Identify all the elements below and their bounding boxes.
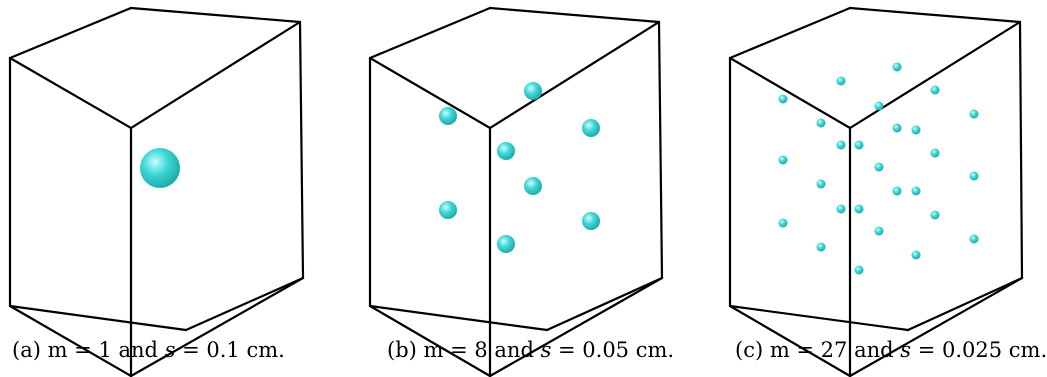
sphere-c-5 [816,118,826,128]
cube-a-edge-inner-right [129,20,302,130]
sphere-c-19 [911,186,921,196]
sphere-c-6 [874,101,884,111]
cube-b-edge-bottom-left [368,304,492,377]
sphere-b-8 [497,235,515,253]
sphere-c-9 [892,123,902,133]
caption-b-suffix: = 0.05 cm. [551,338,675,362]
cube-b-edge-inner-left [368,56,492,130]
sphere-c-7 [969,109,979,119]
cube-c-edge-bottom-left [728,304,852,377]
sphere-c-26 [854,265,864,275]
caption-a: (a) m = 1 and s = 0.1 cm. [12,338,285,362]
caption-a-suffix: = 0.1 cm. [175,338,285,362]
caption-c-suffix: = 0.025 cm. [911,338,1047,362]
sphere-c-14 [930,148,940,158]
cube-c-edge-outer-0 [728,6,852,60]
cube-b-edge-bottom-right [488,276,664,377]
caption-b-prefix: (b) m = 8 and [387,338,541,362]
sphere-b-3 [582,119,600,137]
sphere-b-2 [439,107,457,125]
cube-b-edge-outer-1 [488,6,661,24]
sphere-c-2 [836,76,846,86]
cube-c-edge-outer-3 [906,276,1024,332]
caption-a-variable: s [164,338,176,362]
cube-b-edge-outer-4 [368,304,549,332]
cubes-layer [8,6,1024,377]
sphere-c-20 [854,204,864,214]
caption-c-prefix: (c) m = 27 and [735,338,901,362]
sphere-b-5 [524,177,542,195]
sphere-c-1 [778,94,788,104]
cube-a-edge-outer-1 [129,6,302,24]
sphere-c-3 [892,62,902,72]
sphere-c-23 [930,210,940,220]
sphere-c-13 [874,162,884,172]
caption-a-prefix: (a) m = 1 and [12,338,165,362]
sphere-c-17 [836,204,846,214]
cube-a-edge-outer-3 [184,276,305,332]
cube-panel-b [368,6,664,377]
cube-a-edge-outer-2 [298,20,305,280]
caption-b-variable: s [540,338,552,362]
caption-c: (c) m = 27 and s = 0.025 cm. [735,338,1047,362]
sphere-c-10 [911,125,921,135]
sphere-b-1 [524,82,542,100]
cube-panel-a [8,6,305,377]
cube-c-edge-bottom-right [848,276,1024,377]
sphere-b-7 [582,212,600,230]
sphere-c-22 [874,226,884,236]
cube-c-edge-inner-right [848,20,1022,130]
cube-c-edge-outer-1 [848,6,1022,24]
caption-b: (b) m = 8 and s = 0.05 cm. [387,338,674,362]
cube-c-edge-outer-2 [1018,20,1024,280]
cube-a-edge-outer-4 [8,304,188,332]
cube-c-edge-inner-left [728,56,852,130]
sphere-b-6 [439,201,457,219]
sphere-c-25 [969,234,979,244]
sphere-a-1 [140,148,180,188]
cube-a-edge-bottom-right [129,276,305,377]
sphere-c-27 [911,250,921,260]
caption-c-variable: s [900,338,912,362]
sphere-c-18 [892,186,902,196]
cube-a-edge-outer-0 [8,6,133,60]
cube-b-edge-inner-right [488,20,661,130]
sphere-c-15 [816,179,826,189]
cube-c-edge-outer-4 [728,304,910,332]
sphere-c-4 [930,85,940,95]
cube-b-edge-outer-0 [368,6,492,60]
cube-a-edge-inner-left [8,56,133,130]
sphere-c-16 [969,171,979,181]
cube-panel-c [728,6,1024,377]
cube-a-edge-bottom-left [8,304,133,377]
sphere-c-8 [836,140,846,150]
cube-b-edge-outer-2 [657,20,664,280]
sphere-c-11 [854,140,864,150]
sphere-c-21 [778,218,788,228]
sphere-b-4 [497,142,515,160]
sphere-c-12 [778,155,788,165]
sphere-c-24 [816,242,826,252]
cube-b-edge-outer-3 [545,276,664,332]
